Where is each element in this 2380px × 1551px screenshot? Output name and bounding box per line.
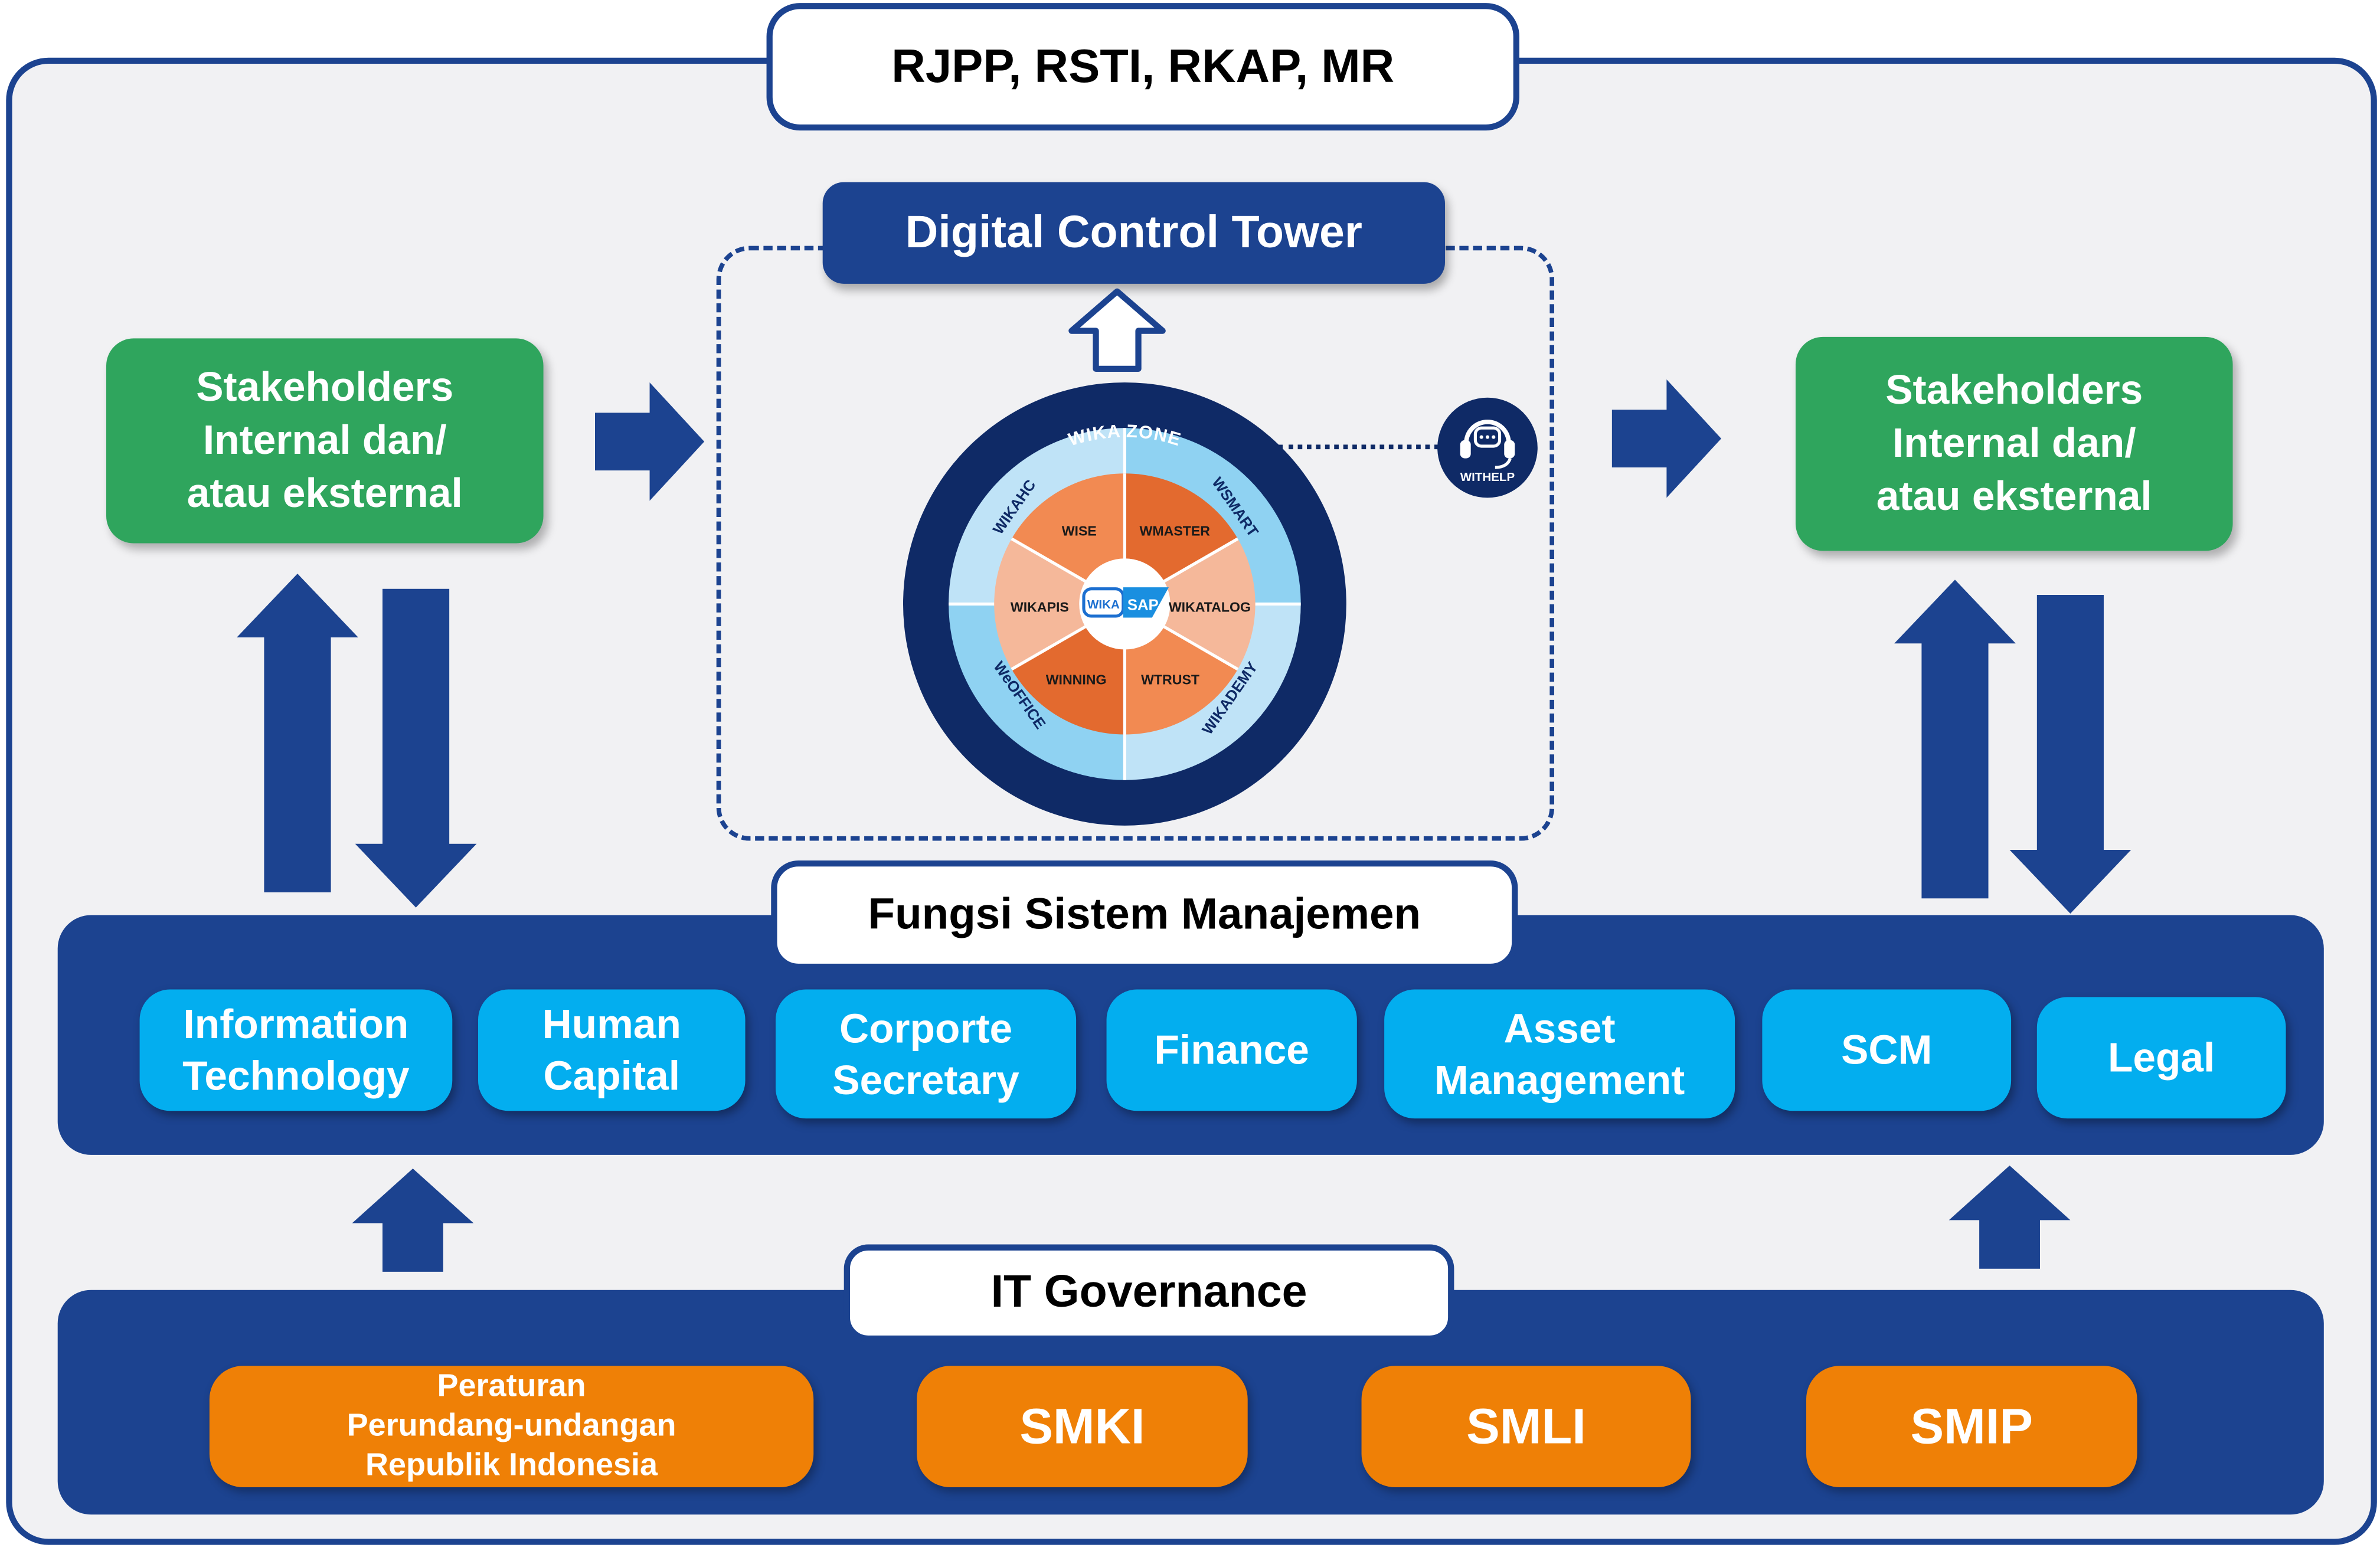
function-legal: Legal [2036, 997, 2286, 1119]
segment-wmaster: WMASTER [1140, 523, 1211, 539]
digital-control-tower-title: Digital Control Tower [822, 182, 1445, 284]
function-am-line-1: Asset [1503, 1005, 1616, 1051]
management-title: Fungsi Sistem Manajemen [771, 860, 1518, 970]
regulation-line-1: Peraturan [437, 1369, 586, 1404]
function-human-capital: Human Capital [478, 989, 746, 1111]
governance-smli: SMLI [1361, 1366, 1691, 1487]
function-it-line-2: Technology [182, 1053, 410, 1099]
arrow-up-left-icon [237, 573, 358, 892]
smip-label: SMIP [1910, 1398, 2033, 1454]
function-hc-line-1: Human [542, 1002, 681, 1048]
stakeholders-left-line-3: atau eksternal [187, 470, 463, 516]
function-it-line-1: Information [183, 1002, 409, 1048]
governance-title-text: IT Governance [990, 1267, 1307, 1317]
governance-smip: SMIP [1806, 1366, 2137, 1487]
stakeholders-left-line-1: Stakeholders [196, 364, 454, 410]
stakeholders-left: Stakeholders Internal dan/ atau eksterna… [106, 338, 544, 544]
arrow-down-left-icon [355, 588, 477, 908]
withelp-headset-icon: WITHELP [1437, 397, 1538, 498]
function-finance-label: Finance [1154, 1027, 1309, 1073]
function-information-technology: Information Technology [139, 989, 453, 1111]
stakeholders-right-line-2: Internal dan/ [1892, 420, 2136, 466]
segment-wtrust: WTRUST [1141, 672, 1199, 688]
arrow-right-right-icon [1611, 379, 1721, 498]
stakeholders-right: Stakeholders Internal dan/ atau eksterna… [1795, 336, 2233, 551]
stakeholders-right-line-3: atau eksternal [1876, 473, 2152, 519]
arrow-right-left-icon [594, 382, 705, 501]
withelp-connector [1278, 444, 1439, 450]
smki-label: SMKI [1019, 1398, 1145, 1454]
function-scm-label: SCM [1841, 1027, 1933, 1073]
function-legal-label: Legal [2107, 1035, 2215, 1081]
arrow-down-right-icon [2009, 594, 2131, 914]
up-arrow-outline-icon [1068, 288, 1166, 372]
smli-label: SMLI [1466, 1398, 1586, 1454]
sap-logo-text: SAP [1127, 597, 1159, 614]
function-scm: SCM [1762, 989, 2012, 1111]
arrow-up-governance-left-icon [352, 1168, 474, 1272]
function-finance: Finance [1106, 989, 1357, 1111]
function-hc-line-2: Capital [543, 1053, 681, 1099]
function-am-line-2: Management [1434, 1056, 1685, 1103]
segment-winning: WINNING [1046, 672, 1107, 688]
withelp-label: WITHELP [1460, 470, 1515, 484]
top-title: RJPP, RSTI, RKAP, MR [766, 3, 1519, 131]
function-asset-management: Asset Management [1384, 989, 1735, 1119]
wika-logo-text: WIKA [1087, 598, 1120, 611]
segment-wise: WISE [1062, 523, 1097, 539]
wika-sap-logo: WIKA SAP [1082, 587, 1169, 618]
top-title-text: RJPP, RSTI, RKAP, MR [891, 39, 1395, 93]
arrow-up-right-icon [1894, 580, 2016, 899]
regulation-line-2: Perundang-undangan [346, 1408, 676, 1444]
segment-wikapis: WIKAPIS [1011, 599, 1069, 614]
governance-title: IT Governance [844, 1244, 1454, 1342]
wika-zone-wheel: WIKA SAP WIKA ZONE WIKAHC WSMART WIKADEM… [903, 382, 1346, 826]
function-corporate-secretary: Corporte Secretary [775, 989, 1077, 1119]
governance-smki: SMKI [917, 1366, 1248, 1487]
arrow-up-governance-right-icon [1949, 1165, 2071, 1269]
function-cs-line-2: Secretary [832, 1056, 1019, 1103]
stakeholders-left-line-2: Internal dan/ [202, 417, 447, 463]
digital-control-tower-text: Digital Control Tower [905, 207, 1362, 257]
stakeholders-right-line-1: Stakeholders [1885, 367, 2143, 413]
segment-wikatalog: WIKATALOG [1169, 599, 1251, 614]
management-title-text: Fungsi Sistem Manajemen [868, 890, 1421, 939]
function-cs-line-1: Corporte [839, 1005, 1013, 1051]
governance-regulation: Peraturan Perundang-undangan Republik In… [209, 1366, 814, 1487]
regulation-line-3: Republik Indonesia [365, 1448, 658, 1483]
